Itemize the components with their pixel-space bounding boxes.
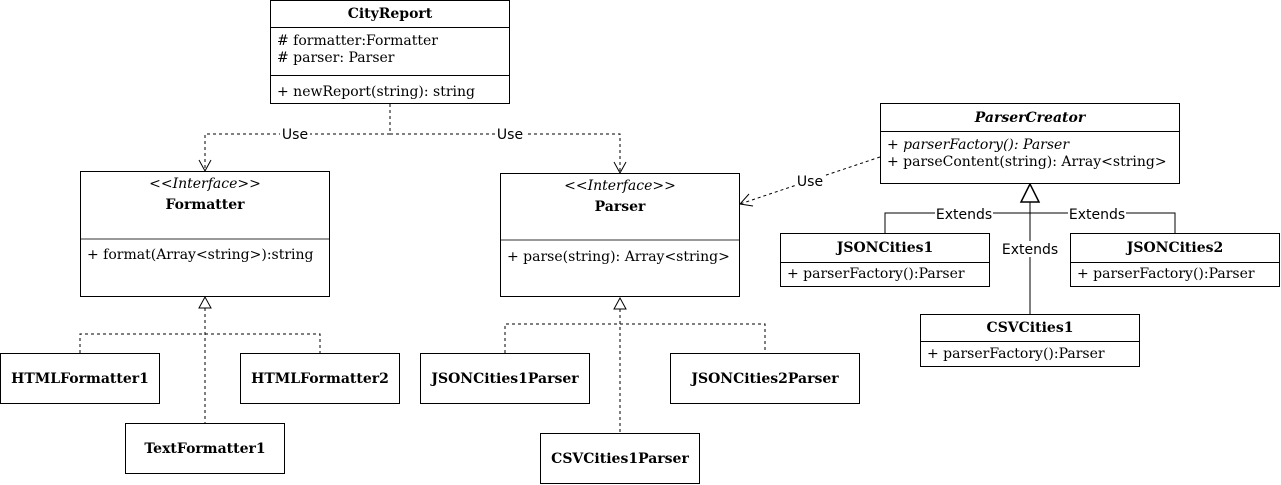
operation-list: + parserFactory(): Parser + parseContent… bbox=[881, 137, 1179, 171]
attribute-list: # formatter:Formatter # parser: Parser bbox=[271, 33, 509, 67]
class-name: HTMLFormatter1 bbox=[11, 370, 149, 387]
operation-parserfactory: + parserFactory():Parser bbox=[787, 266, 965, 282]
class-name: CSVCities1Parser bbox=[551, 450, 689, 467]
extends-label-center: Extends bbox=[1002, 242, 1058, 258]
interface-name: Parser bbox=[594, 199, 646, 215]
attribute-parser: # parser: Parser bbox=[277, 50, 395, 66]
use-label-creator: Use bbox=[797, 174, 823, 190]
operation-parserfactory: + parserFactory():Parser bbox=[927, 346, 1105, 362]
class-csvcities1parser[interactable]: CSVCities1Parser bbox=[540, 433, 700, 484]
class-jsoncities1parser[interactable]: JSONCities1Parser bbox=[420, 353, 590, 404]
realization-triangle-parser bbox=[613, 296, 627, 310]
attribute-formatter: # formatter:Formatter bbox=[277, 33, 438, 49]
extends-label-right: Extends bbox=[1069, 207, 1125, 223]
use-label-parser: Use bbox=[497, 127, 523, 143]
operation-parserfactory: + parserFactory():Parser bbox=[1077, 266, 1255, 282]
extends-label-bg-left bbox=[935, 206, 993, 222]
class-htmlformatter2[interactable]: HTMLFormatter2 bbox=[240, 353, 400, 404]
class-textformatter1[interactable]: TextFormatter1 bbox=[125, 423, 285, 474]
extends-label-bg-center bbox=[1001, 241, 1059, 257]
extends-edges bbox=[884, 202, 1176, 314]
interface-parser[interactable]: <<Interface>> Parser + parse(string): Ar… bbox=[500, 173, 740, 297]
class-name: ParserCreator bbox=[974, 110, 1086, 126]
operation-parse: + parse(string): Array<string> bbox=[507, 249, 730, 265]
class-csvcities1[interactable]: CSVCities1 + parserFactory():Parser bbox=[920, 314, 1140, 367]
stereotype-label: <<Interface>> bbox=[564, 178, 676, 194]
class-jsoncities1[interactable]: JSONCities1 + parserFactory():Parser bbox=[780, 233, 990, 287]
class-name: JSONCities2 bbox=[1126, 240, 1224, 256]
use-label-formatter: Use bbox=[282, 127, 308, 143]
use-label-bg-3 bbox=[795, 172, 825, 188]
extends-label-left: Extends bbox=[936, 207, 992, 223]
class-jsoncities2parser[interactable]: JSONCities2Parser bbox=[670, 353, 860, 404]
use-label-bg-1 bbox=[280, 126, 310, 142]
operation-parsecontent: + parseContent(string): Array<string> bbox=[887, 154, 1167, 170]
class-name: CityReport bbox=[347, 6, 433, 22]
realization-triangle-formatter bbox=[198, 295, 212, 309]
extends-label-bg-right bbox=[1068, 206, 1126, 222]
class-name: CSVCities1 bbox=[986, 320, 1074, 336]
class-name: TextFormatter1 bbox=[144, 440, 266, 457]
extends-triangle bbox=[1019, 182, 1041, 203]
operation-format: + format(Array<string>):string bbox=[87, 247, 314, 263]
stereotype-label: <<Interface>> bbox=[149, 176, 261, 192]
class-name: JSONCities1 bbox=[836, 240, 934, 256]
use-label-bg-2 bbox=[495, 126, 525, 142]
operation-parserfactory: + parserFactory(): Parser bbox=[887, 137, 1070, 153]
class-jsoncities2[interactable]: JSONCities2 + parserFactory():Parser bbox=[1070, 233, 1280, 287]
class-name: JSONCities2Parser bbox=[691, 370, 839, 387]
realization-edges-formatter bbox=[79, 308, 321, 423]
class-name: JSONCities1Parser bbox=[431, 370, 579, 387]
class-cityreport[interactable]: CityReport # formatter:Formatter # parse… bbox=[270, 0, 510, 104]
interface-formatter[interactable]: <<Interface>> Formatter + format(Array<s… bbox=[80, 171, 330, 297]
operation-newreport: + newReport(string): string bbox=[277, 84, 476, 100]
interface-name: Formatter bbox=[165, 197, 245, 213]
class-htmlformatter1[interactable]: HTMLFormatter1 bbox=[0, 353, 160, 404]
abstract-class-parsercreator[interactable]: ParserCreator + parserFactory(): Parser … bbox=[880, 103, 1180, 184]
class-name: HTMLFormatter2 bbox=[251, 370, 389, 387]
realization-edges-parser bbox=[504, 309, 766, 433]
